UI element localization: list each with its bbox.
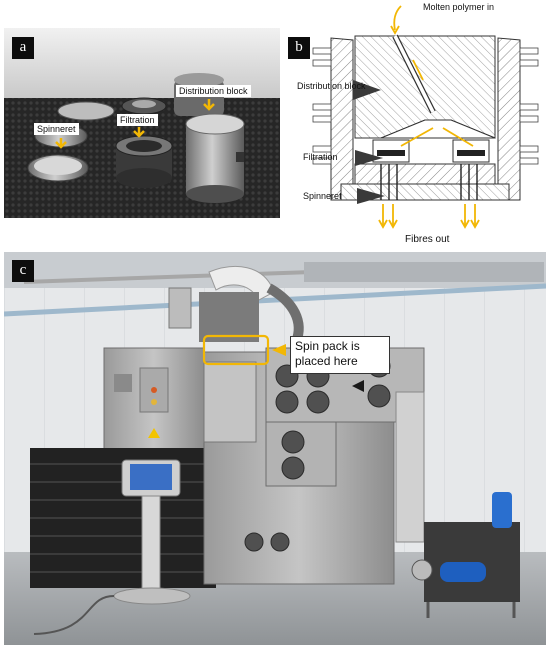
filter-element-right bbox=[457, 150, 485, 156]
label-molten-polymer-in: Molten polymer in bbox=[423, 2, 495, 12]
spin-pack-cross-section bbox=[312, 5, 539, 229]
spin-pack-callout-line2: placed here bbox=[295, 354, 358, 368]
panel-b-tag: b bbox=[288, 37, 310, 59]
arrow-spinneret-icon bbox=[55, 138, 67, 149]
filter-element-left bbox=[377, 150, 405, 156]
label-distribution-block-b: Distribution block bbox=[297, 81, 366, 91]
spin-pack-parts-illustration bbox=[4, 28, 280, 218]
spin-pack-callout: Spin pack is placed here bbox=[290, 336, 390, 374]
label-filtration-b: Filtration bbox=[303, 152, 338, 162]
panel-c-photo: c Spin pack is placed here bbox=[4, 252, 546, 645]
label-spinneret-b: Spinneret bbox=[303, 191, 342, 201]
spin-pack-arrow-icon bbox=[272, 344, 286, 356]
pointer-distribution-block-icon bbox=[353, 80, 381, 100]
panel-a-photo: a Distribution block Filtration Spinnere… bbox=[4, 28, 280, 218]
label-fibres-out: Fibres out bbox=[405, 234, 450, 245]
panel-b-diagram: b Molten polymer in Distribution block F… bbox=[283, 0, 546, 250]
flow-arrows bbox=[378, 5, 480, 229]
panel-a-tag: a bbox=[12, 37, 34, 59]
spin-pack-callout-line1: Spin pack is bbox=[295, 339, 360, 353]
melt-spinning-machine-illustration bbox=[4, 252, 546, 645]
arrow-filtration-icon bbox=[133, 127, 145, 138]
label-distribution-block: Distribution block bbox=[176, 85, 251, 97]
panel-c-tag: c bbox=[12, 260, 34, 282]
label-filtration: Filtration bbox=[117, 114, 158, 126]
spinneret-capillaries bbox=[380, 164, 478, 200]
panel-a-yellow-arrows bbox=[55, 99, 215, 149]
housing-bolts bbox=[312, 47, 539, 165]
arrow-distribution-block-icon bbox=[203, 99, 215, 111]
pointer-filtration-icon bbox=[355, 150, 383, 166]
label-spinneret: Spinneret bbox=[34, 123, 79, 135]
spin-pack-highlight-box bbox=[202, 334, 270, 366]
pointer-spinneret-icon bbox=[357, 188, 385, 204]
